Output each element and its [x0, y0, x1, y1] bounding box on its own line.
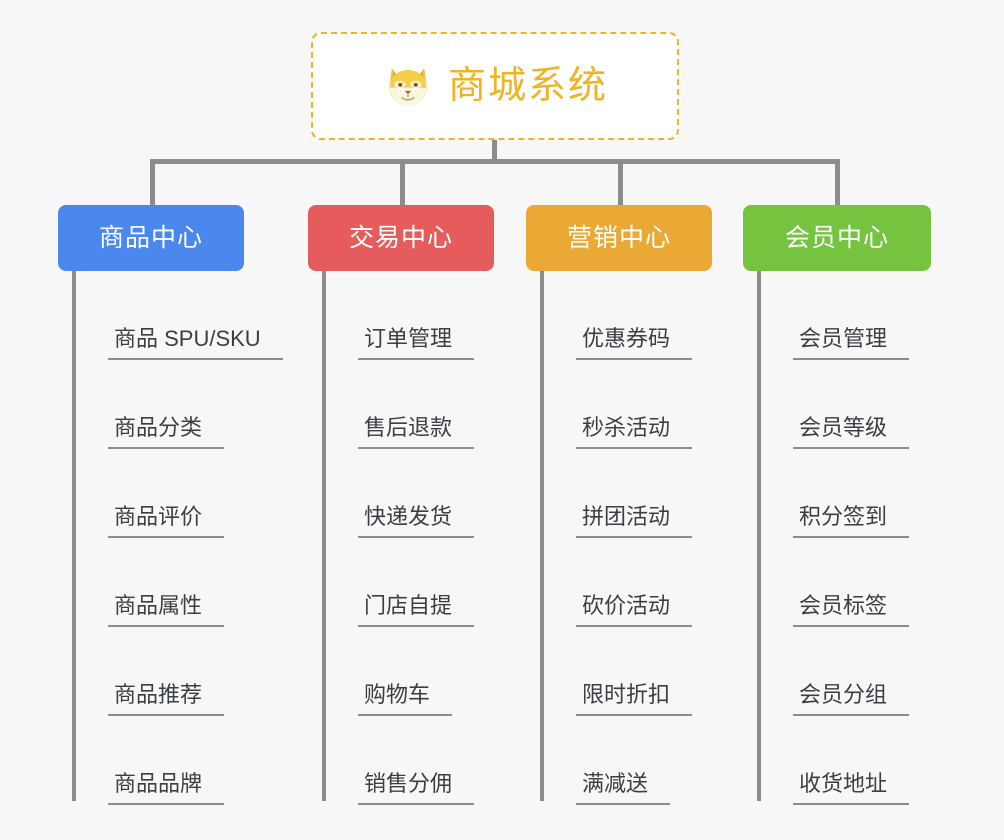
branch-header-1[interactable]: 商品中心: [58, 205, 244, 271]
leaf-label: 订单管理: [358, 326, 475, 360]
leaf-label: 门店自提: [358, 593, 475, 627]
leaf-item[interactable]: 秒杀活动: [544, 360, 712, 449]
branch-header-label-1: 商品中心: [98, 223, 203, 252]
leaf-label: 商品 SPU/SKU: [108, 326, 283, 360]
shiba-dog-emoji-icon: [389, 68, 427, 106]
branch-header-label-2: 交易中心: [348, 223, 453, 252]
branch-body-2: 订单管理 售后退款 快递发货 门店自提 购物车 销售分佣: [322, 271, 494, 805]
leaf-item[interactable]: 拼团活动: [544, 449, 712, 538]
branch-header-2[interactable]: 交易中心: [308, 205, 494, 271]
leaf-label: 会员分组: [793, 682, 910, 716]
connector-drop-1: [150, 159, 155, 205]
branch-marketing-center: 营销中心 优惠券码 秒杀活动 拼团活动 砍价活动 限时折扣 满减送: [526, 205, 712, 805]
leaf-item[interactable]: 订单管理: [326, 271, 494, 360]
branch-header-label-4: 会员中心: [784, 223, 889, 252]
leaf-item[interactable]: 商品分类: [76, 360, 244, 449]
leaf-label: 收货地址: [793, 771, 910, 805]
leaf-item[interactable]: 收货地址: [761, 716, 931, 805]
branch-header-4[interactable]: 会员中心: [743, 205, 931, 271]
branch-body-3: 优惠券码 秒杀活动 拼团活动 砍价活动 限时折扣 满减送: [540, 271, 712, 805]
root-node[interactable]: 商城系统: [311, 32, 679, 140]
leaf-item[interactable]: 会员等级: [761, 360, 931, 449]
leaf-item[interactable]: 会员分组: [761, 627, 931, 716]
leaf-item[interactable]: 满减送: [544, 716, 712, 805]
leaf-item[interactable]: 门店自提: [326, 538, 494, 627]
connector-drop-4: [835, 159, 840, 205]
leaf-label: 砍价活动: [576, 593, 693, 627]
leaf-label: 商品属性: [108, 593, 225, 627]
leaf-item[interactable]: 购物车: [326, 627, 494, 716]
leaf-item[interactable]: 商品推荐: [76, 627, 244, 716]
leaf-item[interactable]: 售后退款: [326, 360, 494, 449]
leaf-label: 售后退款: [358, 415, 475, 449]
branch-body-1: 商品 SPU/SKU 商品分类 商品评价 商品属性 商品推荐 商品品牌: [72, 271, 283, 805]
connector-bus: [150, 159, 840, 164]
leaf-item[interactable]: 商品品牌: [76, 716, 244, 805]
leaf-item[interactable]: 会员管理: [761, 271, 931, 360]
leaf-label: 秒杀活动: [576, 415, 693, 449]
leaf-label: 限时折扣: [576, 682, 693, 716]
leaf-label: 会员等级: [793, 415, 910, 449]
connector-root-stem: [492, 140, 497, 162]
leaf-label: 拼团活动: [576, 504, 693, 538]
branch-header-label-3: 营销中心: [566, 223, 671, 252]
leaf-item[interactable]: 商品属性: [76, 538, 244, 627]
leaf-label: 商品分类: [108, 415, 225, 449]
branch-body-4: 会员管理 会员等级 积分签到 会员标签 会员分组 收货地址: [757, 271, 931, 805]
connector-drop-3: [618, 159, 623, 205]
leaf-item[interactable]: 优惠券码: [544, 271, 712, 360]
leaf-label: 快递发货: [358, 504, 475, 538]
leaf-label: 满减送: [576, 771, 671, 805]
leaf-label: 优惠券码: [576, 326, 693, 360]
leaf-item[interactable]: 商品评价: [76, 449, 244, 538]
leaf-label: 商品评价: [108, 504, 225, 538]
leaf-label: 商品品牌: [108, 771, 225, 805]
branch-header-3[interactable]: 营销中心: [526, 205, 712, 271]
connector-drop-2: [400, 159, 405, 205]
leaf-label: 购物车: [358, 682, 453, 716]
leaf-label: 商品推荐: [108, 682, 225, 716]
branch-trade-center: 交易中心 订单管理 售后退款 快递发货 门店自提 购物车 销售分佣: [308, 205, 494, 805]
leaf-label: 积分签到: [793, 504, 910, 538]
root-title: 商城系统: [447, 65, 608, 107]
leaf-item[interactable]: 商品 SPU/SKU: [76, 271, 283, 360]
leaf-item[interactable]: 销售分佣: [326, 716, 494, 805]
leaf-label: 会员管理: [793, 326, 910, 360]
leaf-item[interactable]: 积分签到: [761, 449, 931, 538]
leaf-item[interactable]: 会员标签: [761, 538, 931, 627]
branch-product-center: 商品中心 商品 SPU/SKU 商品分类 商品评价 商品属性 商品推荐 商品品牌: [58, 205, 283, 805]
leaf-label: 销售分佣: [358, 771, 475, 805]
branch-member-center: 会员中心 会员管理 会员等级 积分签到 会员标签 会员分组 收货地址: [743, 205, 931, 805]
leaf-item[interactable]: 快递发货: [326, 449, 494, 538]
leaf-label: 会员标签: [793, 593, 910, 627]
leaf-item[interactable]: 限时折扣: [544, 627, 712, 716]
leaf-item[interactable]: 砍价活动: [544, 538, 712, 627]
